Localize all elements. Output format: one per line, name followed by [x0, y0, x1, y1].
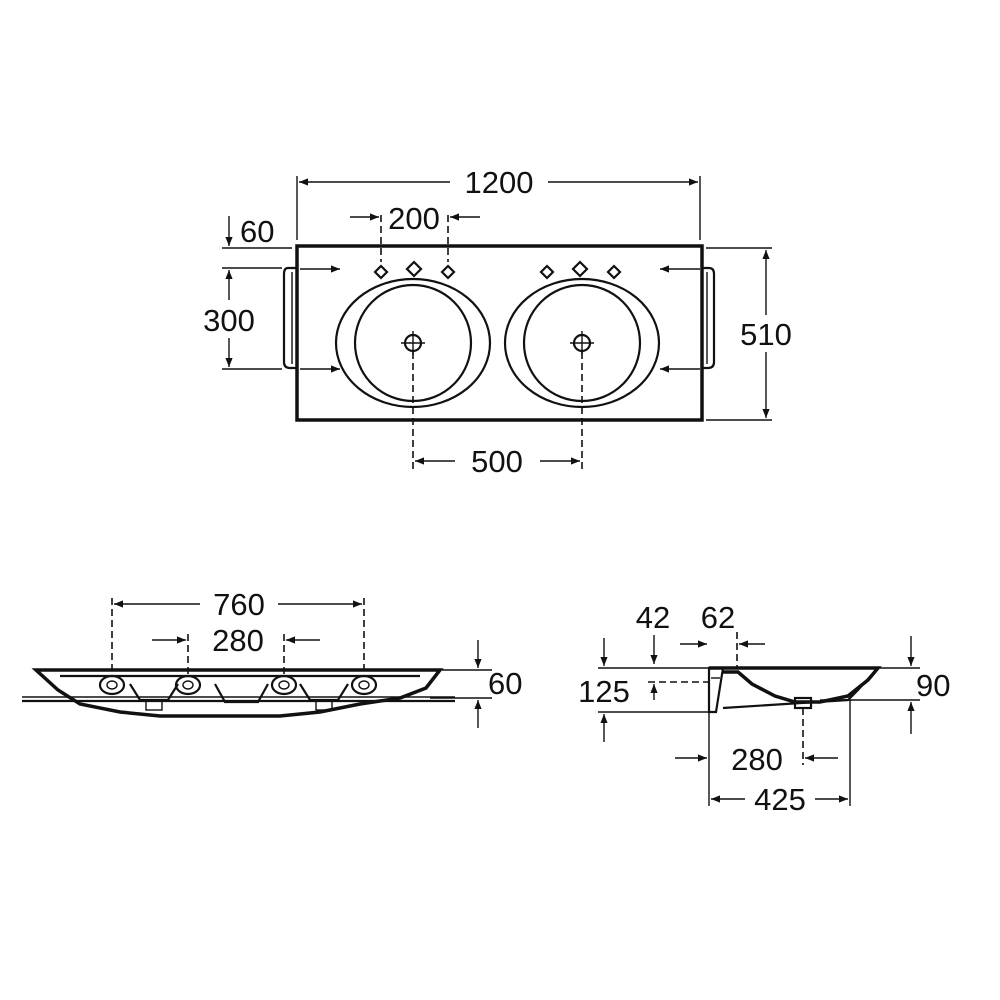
dim-waste-position: 280	[731, 742, 783, 777]
front-basin-profile	[31, 668, 444, 718]
dim-overall-depth: 425	[754, 782, 806, 817]
dim-tap-hole-spacing: 200	[388, 201, 440, 236]
dim-bowl-spacing: 500	[471, 444, 523, 479]
dim-rim-height: 60	[488, 666, 522, 701]
dim-offset-b: 62	[701, 600, 735, 635]
dim-offset-a: 42	[636, 600, 670, 635]
dim-bracket-spacing: 300	[203, 303, 255, 338]
dim-width: 1200	[465, 165, 534, 200]
front-view: 760 280 60	[22, 587, 522, 728]
dim-bowl-depth: 90	[916, 668, 950, 703]
drain-left	[401, 331, 425, 355]
wall-bracket-right	[702, 266, 716, 370]
dim-depth: 510	[740, 317, 792, 352]
drain-right	[570, 331, 594, 355]
top-view: 1200 200 60 300 510 500	[203, 165, 792, 479]
tap-holes-right	[539, 260, 622, 280]
dim-edge-offset: 60	[240, 214, 274, 249]
countertop-outline	[295, 244, 704, 422]
tap-holes-left	[373, 260, 456, 280]
dim-total-height: 125	[578, 674, 630, 709]
front-mounting-holes	[98, 674, 378, 696]
dim-outer-hole-spacing: 760	[213, 587, 265, 622]
wall-bracket-left	[282, 266, 297, 370]
dim-inner-hole-spacing: 280	[212, 623, 264, 658]
side-view: 42 62 125 90 280 425	[578, 600, 950, 817]
